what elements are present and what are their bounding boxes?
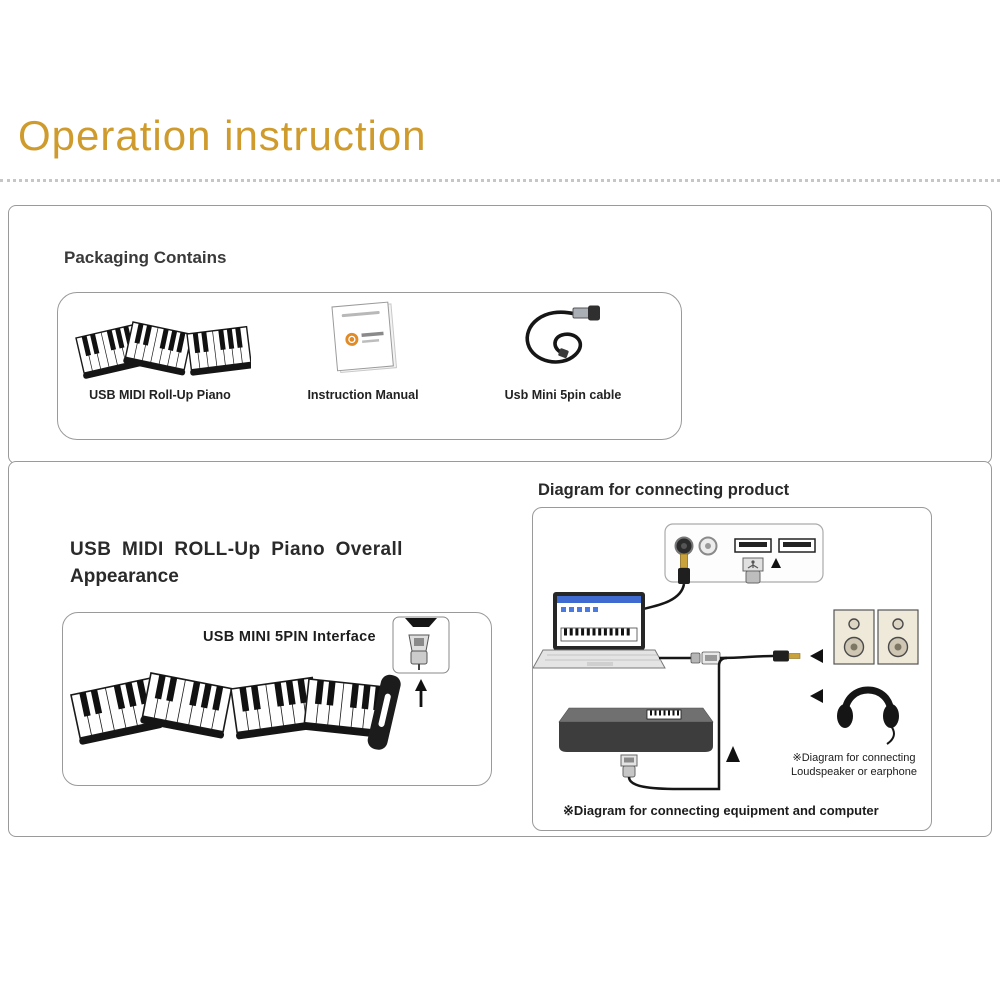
speakers-illustration xyxy=(833,609,919,665)
connection-heading: Diagram for connecting product xyxy=(538,481,790,499)
connection-diagram xyxy=(533,523,919,791)
arrow-left-headphone-icon xyxy=(810,689,823,703)
usb-cable-chain xyxy=(659,651,774,665)
mini-usb-connector xyxy=(558,348,569,359)
rollup-piano-large xyxy=(68,671,401,750)
item-label-manual: Instruction Manual xyxy=(307,388,419,402)
main-section xyxy=(8,461,992,837)
brand-logo-icon xyxy=(345,332,359,346)
rollup-piano-illustration xyxy=(73,320,251,380)
appearance-heading-line2: Appearance xyxy=(70,566,179,587)
item-label-cable: Usb Mini 5pin cable xyxy=(504,388,622,402)
packaging-items-box xyxy=(57,292,682,440)
caption-speaker-line2: Loudspeaker or earphone xyxy=(791,766,917,778)
packaging-heading: Packaging Contains xyxy=(64,248,227,267)
appearance-box: USB MINI 5PIN Interface xyxy=(62,612,492,786)
caption-bottom: ※Diagram for connecting equipment and co… xyxy=(563,803,879,818)
arrow-up-icon xyxy=(771,558,781,568)
piano-on-table-illustration xyxy=(558,656,728,791)
caption-speaker-line1: ※Diagram for connecting xyxy=(792,752,916,764)
io-panel xyxy=(664,523,824,583)
usb-plug xyxy=(742,557,764,584)
item-label-piano: USB MIDI Roll-Up Piano xyxy=(89,388,231,402)
connector-inset xyxy=(392,616,450,674)
appearance-heading: USB MIDI ROLL-Up Piano Overall Appearanc… xyxy=(70,536,403,590)
page-title: Operation instruction xyxy=(18,112,427,159)
arrow-up-table-icon xyxy=(726,746,740,762)
instruction-manual-illustration xyxy=(331,301,398,374)
rolled-end xyxy=(367,674,401,750)
headphones-illustration xyxy=(837,686,899,745)
laptop xyxy=(533,592,666,669)
usb-cable-illustration xyxy=(525,305,600,364)
usb-a-connector xyxy=(572,307,590,319)
audio-plug-to-speakers xyxy=(773,650,801,662)
appearance-piano-illustration xyxy=(68,616,450,750)
connection-box: ※Diagram for connecting Loudspeaker or e… xyxy=(532,507,932,831)
dotted-divider xyxy=(0,179,1000,182)
arrow-left-speaker-icon xyxy=(810,649,823,663)
interface-label: USB MINI 5PIN Interface xyxy=(203,629,376,645)
pointer-arrow-up-icon xyxy=(415,679,427,707)
appearance-heading-line1: USB MIDI ROLL-Up Piano Overall xyxy=(70,539,403,560)
caption-speaker: ※Diagram for connecting Loudspeaker or e… xyxy=(781,751,927,779)
